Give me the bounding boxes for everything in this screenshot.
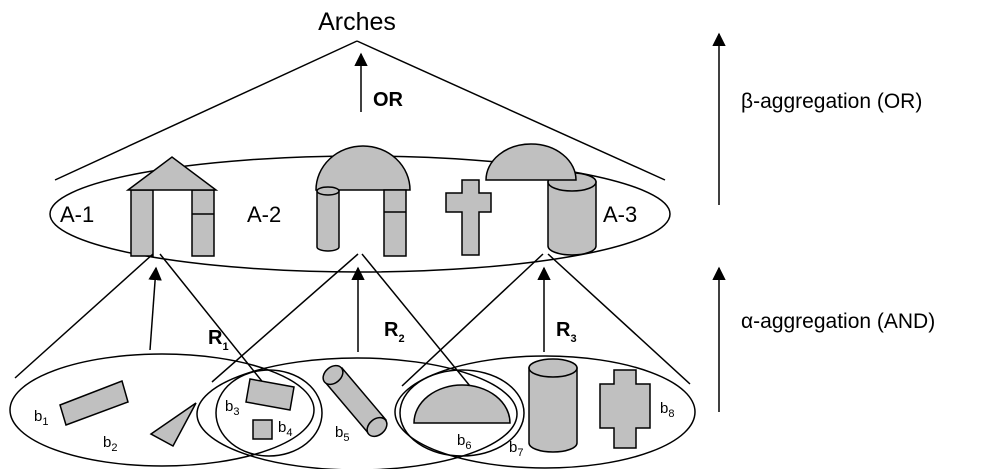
- part-label-b4: b4: [278, 419, 292, 439]
- and-cone-lines: [14, 253, 691, 406]
- or-cone-lines: [54, 40, 666, 181]
- part-label-b6: b6: [457, 432, 471, 452]
- arch-label-a1: A-1: [60, 202, 94, 227]
- r1-arrow: [148, 266, 162, 351]
- subgroup-ellipse-b3b4: [215, 369, 323, 457]
- or-label: OR: [373, 89, 404, 111]
- arch-a1-shape: [125, 156, 219, 257]
- part-label-b8: b8: [660, 400, 674, 420]
- group-ellipse-1: [9, 353, 315, 467]
- part-b6-halfdisc: [413, 384, 511, 424]
- arch-label-a2: A-2: [247, 202, 281, 227]
- group-ellipse-3: [394, 355, 696, 469]
- part-b1-block: [59, 380, 129, 426]
- alpha-aggregation-label: α-aggregation (AND): [741, 310, 935, 333]
- part-b2-wedge: [149, 402, 197, 448]
- diagram-title: Arches: [318, 8, 396, 36]
- part-label-b3: b3: [225, 398, 239, 418]
- part-b5-cylinder: [322, 364, 388, 438]
- part-b7-cylinder: [528, 358, 578, 453]
- arch-a3-shape: [445, 143, 597, 256]
- relation-label-r1: R1: [208, 327, 229, 353]
- beta-aggregation-label: β-aggregation (OR): [741, 90, 922, 113]
- part-label-b5: b5: [335, 424, 349, 444]
- part-label-b1: b1: [34, 408, 48, 428]
- part-b4-cube: [252, 419, 273, 440]
- arch-label-a3: A-3: [603, 202, 637, 227]
- part-label-b7: b7: [509, 439, 523, 459]
- arch-a2-shape: [315, 145, 411, 257]
- subgroup-ellipse-b6: [399, 369, 525, 457]
- part-b3-block: [245, 378, 295, 411]
- relation-label-r3: R3: [556, 319, 577, 345]
- part-b8-cross: [599, 369, 651, 449]
- part-label-b2: b2: [103, 434, 117, 454]
- relation-label-r2: R2: [384, 319, 405, 345]
